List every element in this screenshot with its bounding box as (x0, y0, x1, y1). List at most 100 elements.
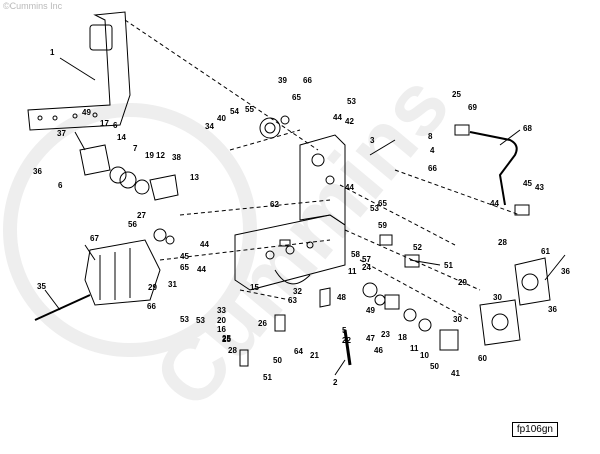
callout-label: 53 (180, 315, 189, 324)
callout-label: 17 (100, 119, 109, 128)
callout-label: 28 (228, 346, 237, 355)
callout-label: 48 (337, 293, 346, 302)
callout-label: 23 (381, 330, 390, 339)
callout-label: 39 (278, 76, 287, 85)
callout-label: 47 (366, 334, 375, 343)
callout-label: 66 (147, 302, 156, 311)
callout-label: 45 (180, 252, 189, 261)
callout-label: 29 (148, 283, 157, 292)
callout-label: 7 (133, 144, 138, 153)
callout-label: 50 (430, 362, 439, 371)
callout-label: 36 (33, 167, 42, 176)
callout-label: 35 (37, 282, 46, 291)
callout-label: 32 (293, 287, 302, 296)
callout-label: 11 (348, 267, 357, 276)
callout-label: 60 (478, 354, 487, 363)
callout-label: 25 (222, 334, 231, 343)
callout-label: 53 (370, 204, 379, 213)
callout-label: 69 (468, 103, 477, 112)
callout-label: 18 (398, 333, 407, 342)
leader-lines (44, 57, 566, 376)
manifold-block (234, 134, 346, 291)
callout-label: 53 (347, 97, 356, 106)
callout-label: 54 (230, 107, 239, 116)
callout-label: 52 (413, 243, 422, 252)
callout-label: 15 (250, 283, 259, 292)
callout-label: 46 (374, 346, 383, 355)
callout-label: 50 (273, 356, 282, 365)
o-ring-stack (109, 166, 175, 245)
callout-label: 3 (370, 136, 375, 145)
watermark: Cummins (3, 55, 468, 426)
callout-label: 67 (90, 234, 99, 243)
callout-label: 30 (493, 293, 502, 302)
callout-label: 25 (452, 90, 461, 99)
callout-label: 37 (57, 129, 66, 138)
callout-label: 1 (50, 48, 55, 57)
callout-label: 2 (333, 378, 338, 387)
actuator-60 (479, 299, 521, 346)
callout-label: 33 (217, 306, 226, 315)
callout-label: 38 (172, 153, 181, 162)
callout-labels: 1 66 39 65 53 44 42 3 8 4 25 69 68 49 17… (33, 48, 570, 387)
callout-label: 29 (458, 278, 467, 287)
callout-label: 44 (490, 199, 499, 208)
callout-label: 34 (205, 122, 214, 131)
callout-label: 36 (561, 267, 570, 276)
fuel-line (469, 131, 518, 206)
callout-label: 5 (342, 326, 347, 335)
callout-label: 58 (351, 250, 360, 259)
callout-label: 62 (270, 200, 279, 209)
callout-label: 21 (310, 351, 319, 360)
callout-label: 19 (145, 151, 154, 160)
shutoff-housing (79, 144, 111, 176)
callout-label: 61 (541, 247, 550, 256)
solenoid-valve (34, 239, 161, 321)
callout-label: 68 (523, 124, 532, 133)
callout-label: 59 (378, 221, 387, 230)
callout-label: 44 (345, 183, 354, 192)
callout-label: 44 (197, 265, 206, 274)
callout-label: 12 (156, 151, 165, 160)
bracket-38 (149, 174, 179, 201)
callout-label: 14 (117, 133, 126, 142)
callout-label: 6 (113, 121, 118, 130)
callout-label: 55 (245, 105, 254, 114)
callout-label: 44 (200, 240, 209, 249)
callout-label: 49 (82, 108, 91, 117)
callout-label: 56 (128, 220, 137, 229)
callout-label: 53 (196, 316, 205, 325)
callout-label: 4 (430, 146, 435, 155)
actuator-61 (514, 257, 551, 306)
callout-label: 66 (303, 76, 312, 85)
callout-label: 22 (342, 336, 351, 345)
callout-label: 16 (217, 325, 226, 334)
callout-label: 57 (362, 255, 371, 264)
callout-label: 42 (345, 117, 354, 126)
callout-label: 44 (333, 113, 342, 122)
callout-label: 43 (535, 183, 544, 192)
callout-label: 6 (58, 181, 63, 190)
callout-label: 28 (498, 238, 507, 247)
callout-label: 8 (428, 132, 433, 141)
callout-label: 66 (428, 164, 437, 173)
copyright-notice: ©Cummins Inc (3, 1, 63, 11)
callout-label: 65 (292, 93, 301, 102)
callout-label: 41 (451, 369, 460, 378)
callout-label: 31 (168, 280, 177, 289)
callout-label: 10 (420, 351, 429, 360)
callout-label: 26 (258, 319, 267, 328)
callout-label: 65 (180, 263, 189, 272)
callout-label: 24 (362, 263, 371, 272)
harness-plate (27, 11, 131, 131)
callout-label: 40 (217, 114, 226, 123)
callout-label: 64 (294, 347, 303, 356)
watermark-text: Cummins (134, 55, 468, 426)
callout-label: 36 (548, 305, 557, 314)
callout-label: 49 (366, 306, 375, 315)
fittings (239, 124, 530, 367)
figure-id-label: fp106gn (511, 422, 558, 437)
callout-label: 51 (263, 373, 272, 382)
